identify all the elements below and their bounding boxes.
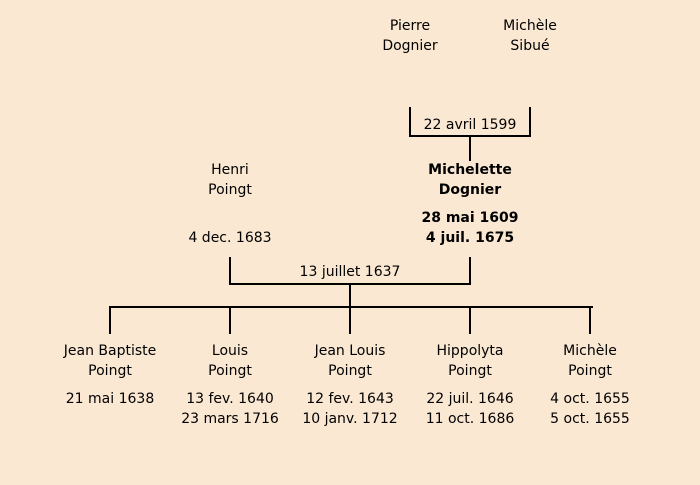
mother-birth-date: 28 mai 1609	[421, 210, 519, 226]
person-last-name: Poingt	[208, 182, 252, 198]
death-date: 23 mars 1716	[181, 411, 279, 427]
person-first-name: Jean Baptiste	[63, 343, 157, 359]
person-first-name: Henri	[211, 162, 249, 178]
birth-date: 4 oct. 1655	[550, 391, 630, 407]
mother-death-date: 4 juil. 1675	[425, 230, 515, 246]
marriage2-date-label: 13 juillet 1637	[299, 264, 401, 280]
person-last-name: Poingt	[328, 363, 372, 379]
marriage2-left-drop-line	[229, 257, 231, 285]
marriage1-left-drop-line	[409, 107, 411, 137]
child-3-dates: 12 fev. 1643 10 janv. 1712	[302, 389, 397, 429]
marriage2-horizontal-line	[229, 283, 471, 285]
birth-date: 13 fev. 1640	[186, 391, 274, 407]
person-node-child-4[interactable]: Hippolyta Poingt	[437, 341, 504, 381]
children-rail-line	[109, 306, 593, 308]
person-last-name: Dognier	[382, 38, 438, 54]
death-date: 10 janv. 1712	[302, 411, 398, 427]
person-first-name: Jean Louis	[314, 343, 386, 359]
death-date: 5 oct. 1655	[550, 411, 630, 427]
child-5-dates: 4 oct. 1655 5 oct. 1655	[550, 389, 630, 429]
marriage1-right-drop-line	[529, 107, 531, 137]
person-first-name: Michelette	[428, 162, 512, 178]
person-first-name: Louis	[211, 343, 249, 359]
marriage1-horizontal-line	[409, 135, 531, 137]
marriage2-right-drop-line	[469, 257, 471, 285]
person-last-name: Poingt	[208, 363, 252, 379]
person-last-name: Poingt	[568, 363, 612, 379]
child-1-dates: 21 mai 1638	[66, 389, 154, 409]
child5-drop-line	[589, 306, 591, 334]
person-node-father[interactable]: Henri Poingt	[208, 160, 252, 200]
birth-date: 12 fev. 1643	[306, 391, 394, 407]
person-node-child-1[interactable]: Jean Baptiste Poingt	[64, 341, 157, 381]
person-last-name: Dognier	[438, 182, 502, 198]
person-first-name: Pierre	[389, 18, 431, 34]
person-last-name: Sibué	[510, 38, 550, 54]
person-node-child-5[interactable]: Michèle Poingt	[563, 341, 617, 381]
person-first-name: Michèle	[503, 18, 557, 34]
child3-drop-line	[349, 306, 351, 334]
child2-drop-line	[229, 306, 231, 334]
person-node-grandfather[interactable]: Pierre Dognier	[382, 16, 437, 56]
marriage1-descent-line	[469, 137, 471, 161]
child-2-dates: 13 fev. 1640 23 mars 1716	[181, 389, 279, 429]
person-node-child-3[interactable]: Jean Louis Poingt	[315, 341, 386, 381]
person-last-name: Poingt	[88, 363, 132, 379]
person-first-name: Michèle	[563, 343, 617, 359]
father-death-date: 4 dec. 1683	[188, 230, 272, 246]
child4-drop-line	[469, 306, 471, 334]
person-node-child-2[interactable]: Louis Poingt	[208, 341, 252, 381]
person-node-mother[interactable]: Michelette Dognier	[428, 160, 512, 200]
death-date: 11 oct. 1686	[425, 411, 515, 427]
person-node-grandmother[interactable]: Michèle Sibué	[503, 16, 557, 56]
child-4-dates: 22 juil. 1646 11 oct. 1686	[426, 389, 515, 429]
birth-date: 21 mai 1638	[65, 391, 155, 407]
marriage2-descent-line	[349, 285, 351, 308]
mother-dates: 28 mai 1609 4 juil. 1675	[421, 208, 518, 248]
person-last-name: Poingt	[448, 363, 492, 379]
marriage1-date-label: 22 avril 1599	[423, 117, 517, 133]
birth-date: 22 juil. 1646	[426, 391, 514, 407]
person-first-name: Hippolyta	[436, 343, 504, 359]
child1-drop-line	[109, 306, 111, 334]
